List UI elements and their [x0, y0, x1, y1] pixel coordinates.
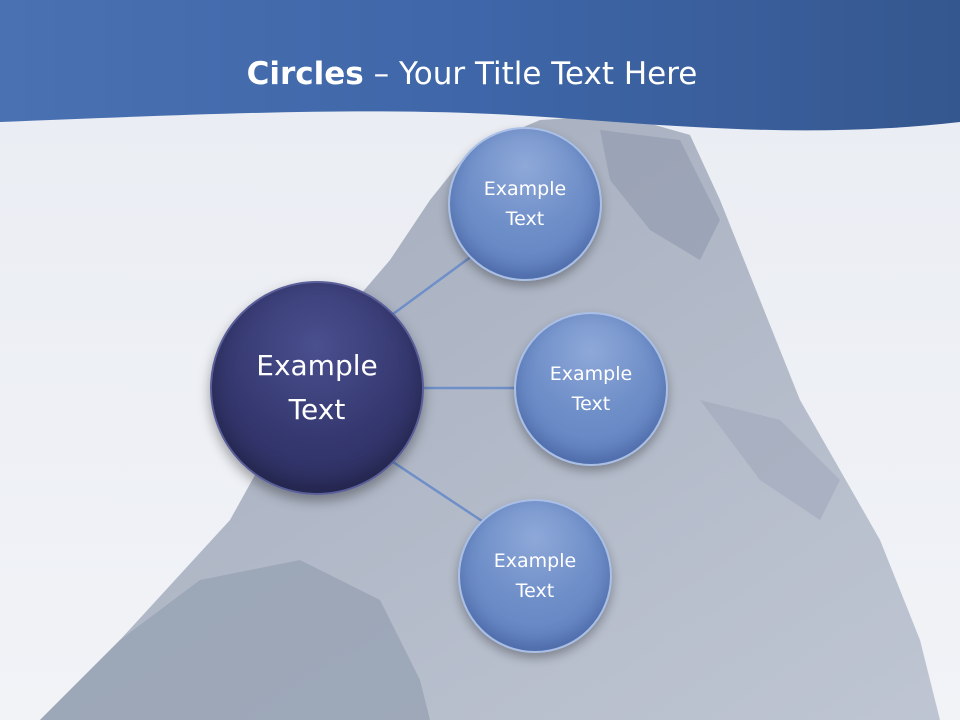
connector-to-top-node	[392, 254, 473, 316]
center-circle[interactable]: Example Text	[210, 281, 424, 495]
top-circle-label: Example Text	[483, 178, 567, 230]
bottom-circle[interactable]: Example Text	[458, 499, 612, 653]
bottom-circle-label: Example Text	[493, 550, 577, 602]
middle-circle-label: Example Text	[549, 363, 633, 415]
header-band	[0, 0, 960, 131]
connector-to-bottom-node	[392, 460, 483, 523]
center-circle-label: Example Text	[256, 349, 378, 426]
title-rest-text: – Your Title Text Here	[363, 56, 698, 92]
middle-circle[interactable]: Example Text	[514, 312, 668, 466]
slide-title: Circles – Your Title Text Here	[0, 54, 944, 94]
top-circle[interactable]: Example Text	[448, 127, 602, 281]
title-bold-word: Circles	[246, 56, 364, 92]
